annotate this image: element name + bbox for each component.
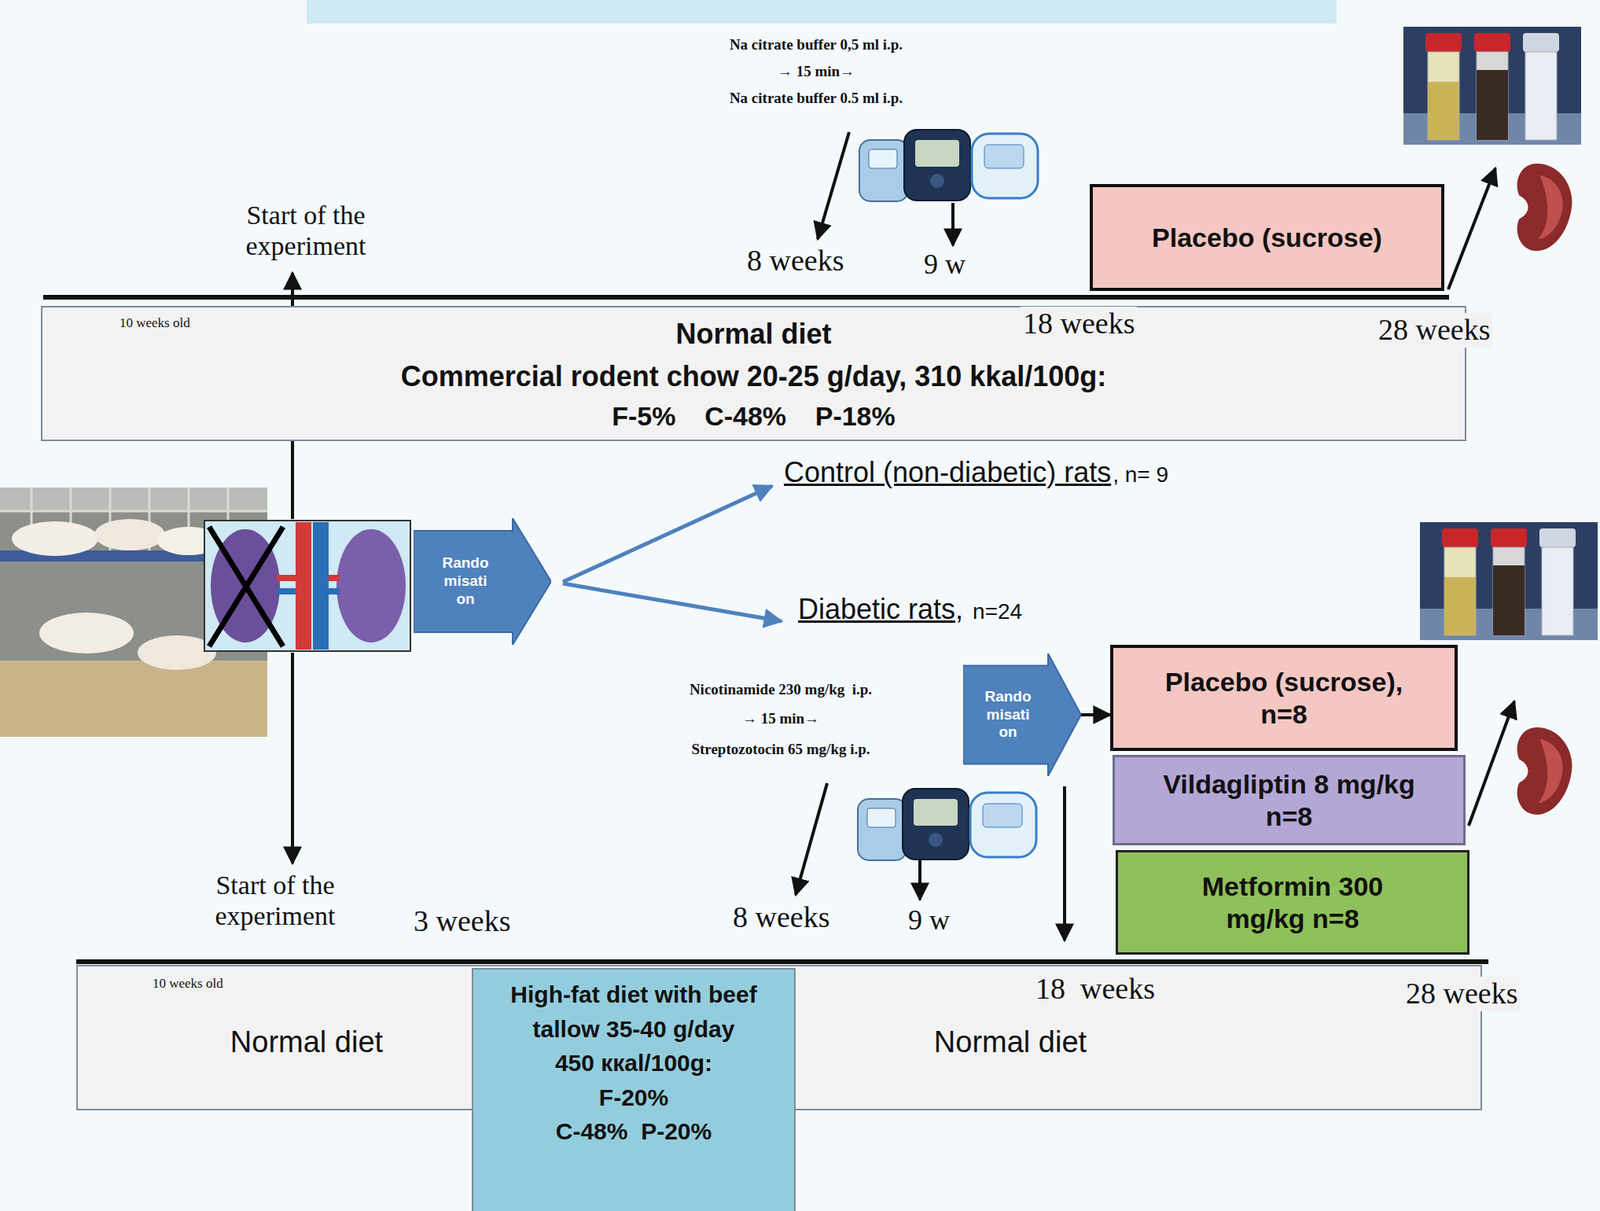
diet-box: High-fat diet with beef tallow 35-40 g/d… [471,967,796,1211]
arrow-outline [413,518,552,645]
box-text: High-fat diet with beef tallow 35-40 g/d… [507,977,760,1046]
box-text: Metformin 300 mg/kg n=8 [1174,870,1411,935]
pointer-arrow [817,132,850,240]
diet-band: 10 weeks oldNormal dietCommercial rodent… [40,305,1467,442]
pointer-arrow [1062,786,1067,941]
arrow-outline [963,653,1082,777]
box-text: Rando misati on [978,687,1038,742]
label: → 15 min→ [623,709,938,728]
box-text: F-5% C-48% P-18% [42,400,1465,433]
box-text: Normal diet [909,1024,1111,1061]
box-text: 450 ккal/100g: [555,1045,713,1081]
glucometer-icon [857,788,1037,861]
box-text: 10 weeks old [119,315,191,332]
start-arrow [290,652,295,864]
box-text: F-20% [599,1080,669,1115]
randomisation-arrow: Rando misati on [413,518,552,645]
label: 8 weeks [732,900,830,935]
box-text: Rando misati on [436,554,495,608]
heading-strip [306,0,1337,24]
label: Diabetic rats, [798,592,964,626]
label: Nicotinamide 230 mg/kg i.p. [623,680,938,699]
label: → 15 min→ [658,62,974,81]
group-box: Placebo (sucrose) [1089,183,1445,291]
label: Na citrate buffer 0.5 ml i.p. [658,89,974,107]
label: 8 weeks [746,243,844,279]
label: Control (non-diabetic) rats [783,456,1111,489]
label: Na citrate buffer 0,5 ml i.p. [658,36,974,54]
label: 3 weeks [413,904,511,939]
treatment-box: Metformin 300 mg/kg n=8 [1115,849,1470,955]
box-text: Placebo (sucrose) [1151,221,1383,254]
box-text: 10 weeks old [152,975,224,992]
label: 9 w [908,904,950,937]
label: 9 w [923,248,966,281]
label: n=24 [972,599,1023,625]
kidney-icon [1517,163,1573,251]
sample-arrow [1448,168,1496,290]
timeline [76,959,1489,964]
randomisation-arrow: Rando misati on [963,653,1082,777]
pointer-arrow [918,860,922,900]
label: Start of the experiment [172,869,378,931]
kidney-icon [1517,727,1573,815]
label: , n= 9 [1112,462,1169,488]
treatment-box: Placebo (sucrose), n=8 [1110,644,1458,751]
label: 28 weeks [1375,312,1493,348]
glucometer-icon [859,129,1038,202]
label: 18 weeks [1035,971,1155,1007]
pointer-arrow [795,783,828,895]
connector-arrow [1081,713,1111,717]
kidney-picture [204,520,411,652]
box-text: C-48% P-20% [555,1114,712,1149]
sample-tubes [1403,26,1582,145]
box-text: Normal diet [205,1024,408,1061]
treatment-box: Vildagliptin 8 mg/kg n=8 [1112,754,1466,846]
box-text: Commercial rodent chow 20-25 g/day, 310 … [42,359,1465,394]
sample-tubes [1419,522,1598,640]
timeline [43,294,1450,300]
split-arrow [562,485,773,582]
box-text: Vildagliptin 8 mg/kg n=8 [1143,768,1435,833]
label: 28 weeks [1403,976,1520,1012]
split-arrow [562,583,782,622]
box-text: Placebo (sucrose), n=8 [1142,665,1426,731]
pointer-arrow [951,202,955,246]
label: Streptozotocin 65 mg/kg i.p. [623,740,938,758]
label: 18 weeks [1020,306,1137,342]
label: Start of the experiment [203,199,409,262]
sample-arrow [1468,701,1515,826]
box-text: Normal diet [42,316,1465,351]
